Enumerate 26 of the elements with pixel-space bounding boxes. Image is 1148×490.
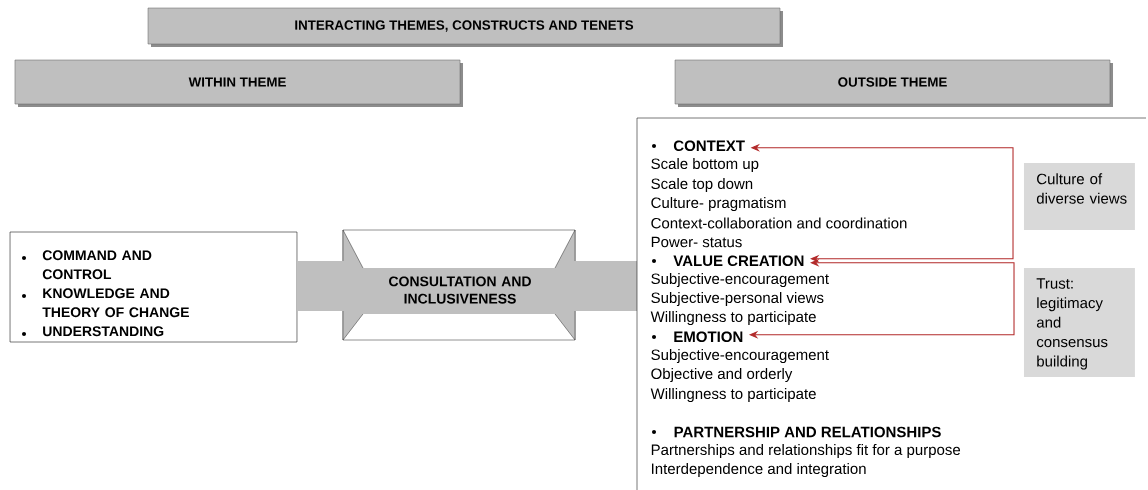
list-text: Subjective-encouragement bbox=[651, 349, 829, 363]
list-text: Interdependence and integration bbox=[652, 463, 866, 477]
header-band: INTERACTING THEMES, CONSTRUCTS AND TENETS bbox=[147, 7, 783, 47]
header-band: WITHIN THEME bbox=[14, 59, 463, 107]
list-text: Partnerships and relationships fit for a purpose bbox=[651, 444, 961, 458]
list-text: Culture- pragmatism bbox=[651, 197, 786, 211]
list-text: Power- status bbox=[651, 236, 742, 248]
section-heading: VALUE CREATION bbox=[673, 255, 804, 267]
section-heading: PARTNERSHIP AND RELATIONSHIPS bbox=[674, 426, 941, 438]
list-text: Scale top down bbox=[651, 178, 753, 192]
list-item: COMMAND AND CONTROL bbox=[42, 250, 152, 280]
list-item: KNOWLEDGE AND THEORY OF CHANGE bbox=[42, 288, 189, 318]
list-text: Objective and orderly bbox=[651, 368, 793, 382]
section-heading: CONTEXT bbox=[673, 140, 745, 152]
content-box bbox=[636, 117, 1147, 490]
header-band: OUTSIDE THEME bbox=[674, 59, 1113, 107]
list-text: Willingness to participate bbox=[650, 388, 816, 402]
list-text: Context-collaboration and coordination bbox=[651, 217, 907, 229]
note-box: Culture of diverse views bbox=[1024, 163, 1135, 230]
note-box: Trust: legitimacy and consensus building bbox=[1024, 268, 1135, 378]
section-heading: EMOTION bbox=[674, 331, 743, 343]
list-text: Subjective-encouragement bbox=[651, 273, 829, 287]
list-item: UNDERSTANDING bbox=[43, 326, 164, 337]
list-text: Subjective-personal views bbox=[651, 292, 824, 306]
list-text: Scale bottom up bbox=[651, 158, 759, 172]
list-text: Willingness to participate bbox=[650, 311, 816, 325]
